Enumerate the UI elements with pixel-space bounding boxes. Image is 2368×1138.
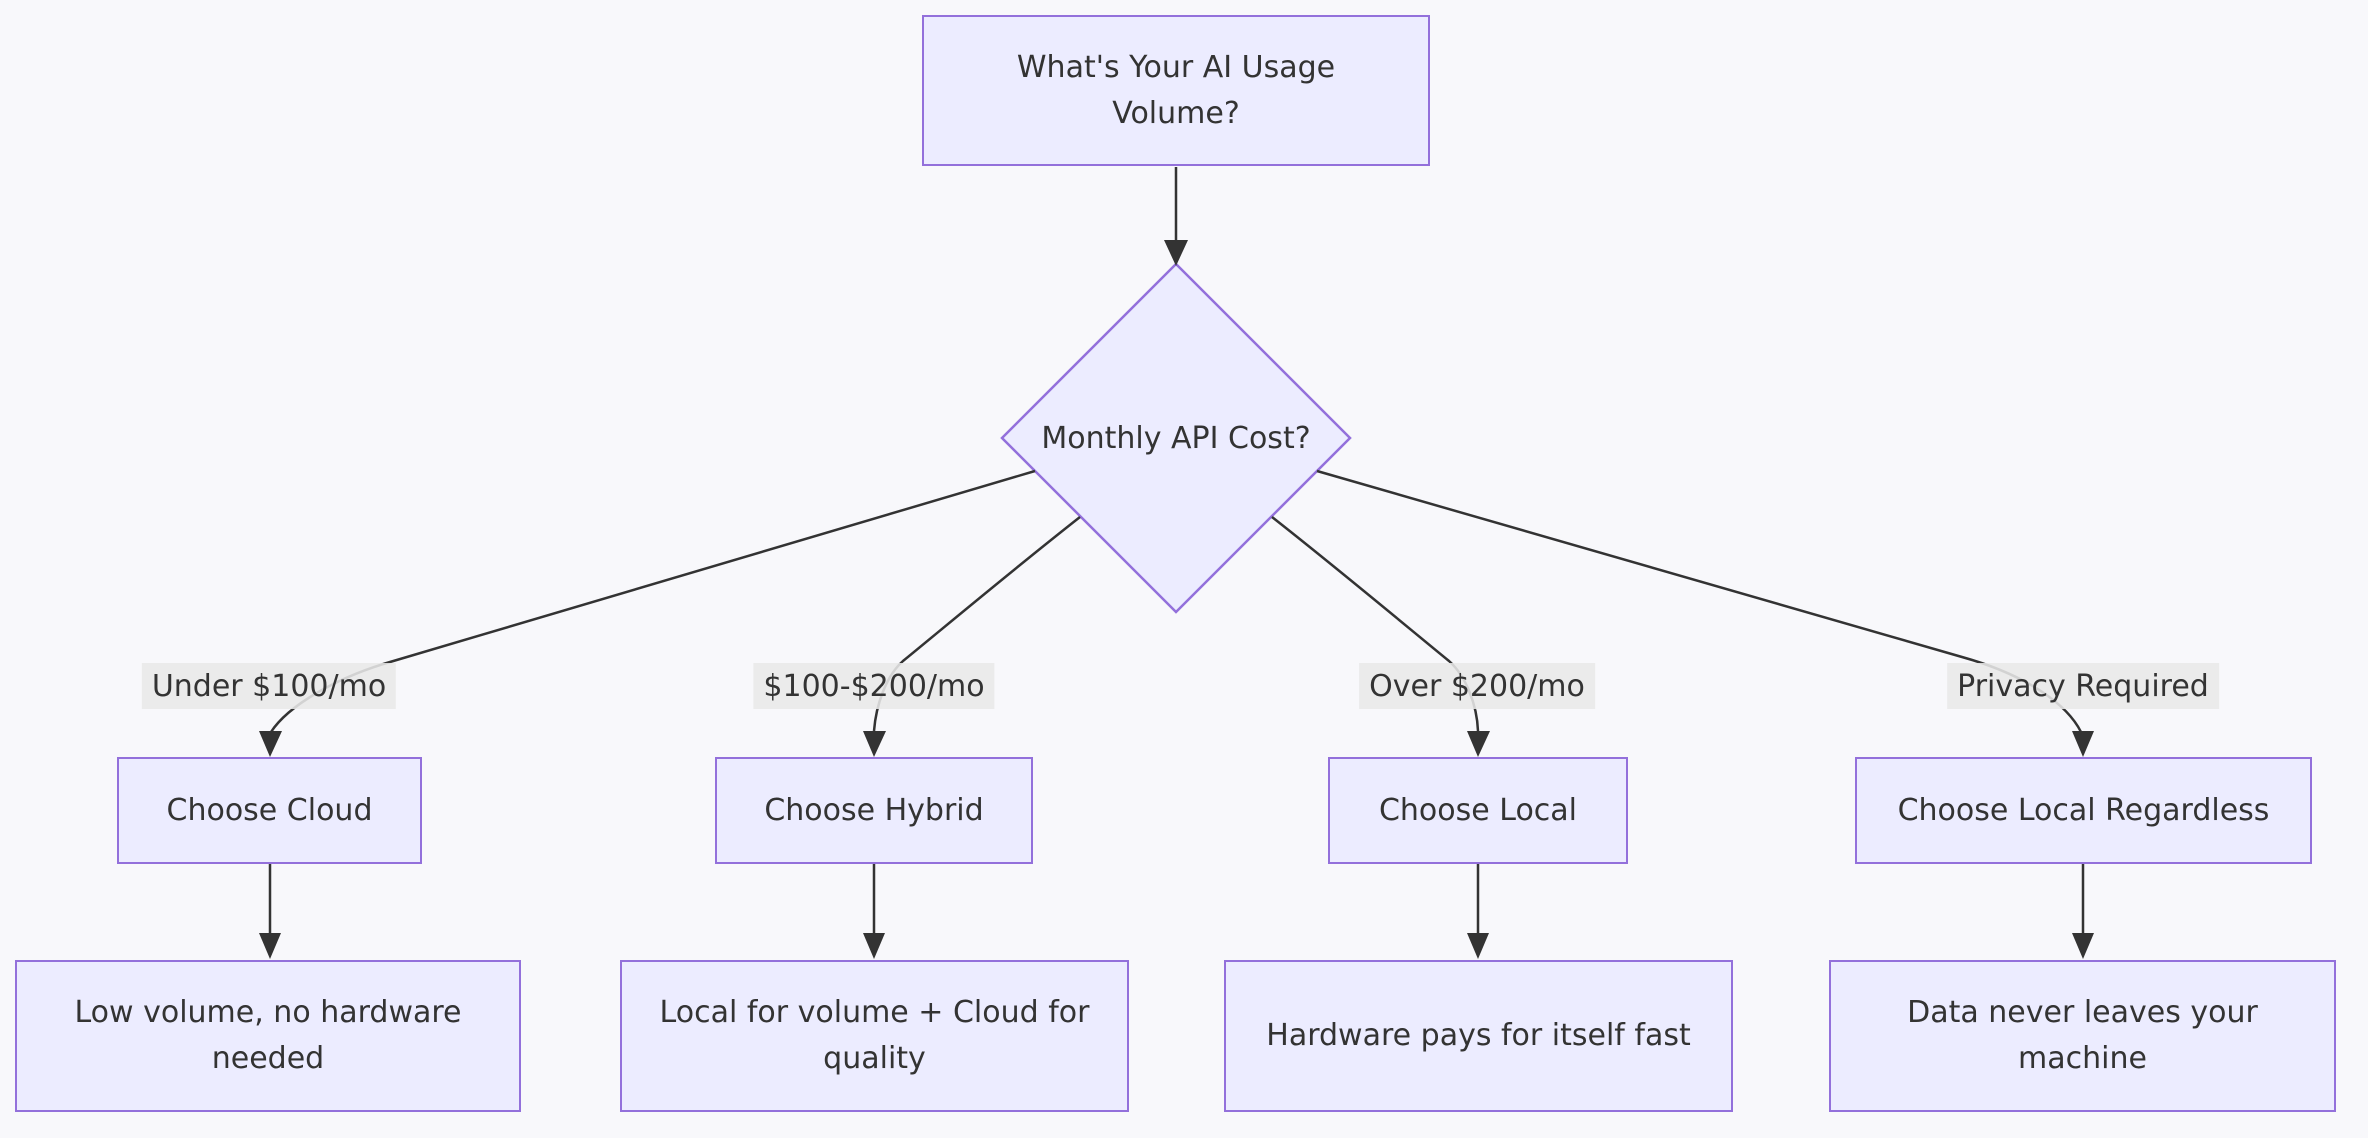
start-node: What's Your AI Usage Volume? xyxy=(922,15,1430,166)
arrowhead-decision xyxy=(1164,240,1188,266)
start-node-label: What's Your AI Usage Volume? xyxy=(1016,49,1336,131)
arrowhead-local xyxy=(1467,731,1490,757)
decision-diamond-shape xyxy=(1000,262,1352,614)
arrowhead-cloud-outcome xyxy=(259,933,281,959)
arrowhead-local-outcome xyxy=(1467,933,1489,959)
outcome-node-local-regardless: Data never leaves your machine xyxy=(1829,960,2336,1112)
edge-label-100-200: $100-$200/mo xyxy=(753,663,995,709)
arrowhead-local-regardless-outcome xyxy=(2072,933,2094,959)
outcome-node-cloud-label: Low volume, no hardware needed xyxy=(74,995,462,1076)
arrowhead-cloud xyxy=(259,731,282,757)
arrowhead-local-regardless xyxy=(2072,731,2094,757)
branch-node-local-regardless-label: Choose Local Regardless xyxy=(1897,792,2270,828)
edge-label-over-200: Over $200/mo xyxy=(1359,663,1595,709)
outcome-node-hybrid-label: Local for volume + Cloud for quality xyxy=(659,995,1090,1076)
arrowhead-hybrid-outcome xyxy=(863,933,885,959)
branch-node-hybrid-label: Choose Hybrid xyxy=(764,792,984,828)
branch-node-local-label: Choose Local xyxy=(1378,792,1578,828)
outcome-node-hybrid: Local for volume + Cloud for quality xyxy=(620,960,1129,1112)
branch-node-hybrid: Choose Hybrid xyxy=(715,757,1033,864)
outcome-node-local-regardless-label: Data never leaves your machine xyxy=(1907,995,2258,1076)
outcome-node-local-label: Hardware pays for itself fast xyxy=(1266,1018,1691,1053)
branch-node-local: Choose Local xyxy=(1328,757,1628,864)
branch-node-cloud: Choose Cloud xyxy=(117,757,422,864)
edge-label-privacy: Privacy Required xyxy=(1947,663,2219,709)
edge-label-under-100: Under $100/mo xyxy=(141,663,397,709)
branch-node-cloud-label: Choose Cloud xyxy=(166,792,373,828)
outcome-node-cloud: Low volume, no hardware needed xyxy=(15,960,521,1112)
arrowhead-hybrid xyxy=(863,731,886,757)
branch-node-local-regardless: Choose Local Regardless xyxy=(1855,757,2312,864)
outcome-node-local: Hardware pays for itself fast xyxy=(1224,960,1733,1112)
decision-node-label: Monthly API Cost? xyxy=(1041,420,1311,456)
